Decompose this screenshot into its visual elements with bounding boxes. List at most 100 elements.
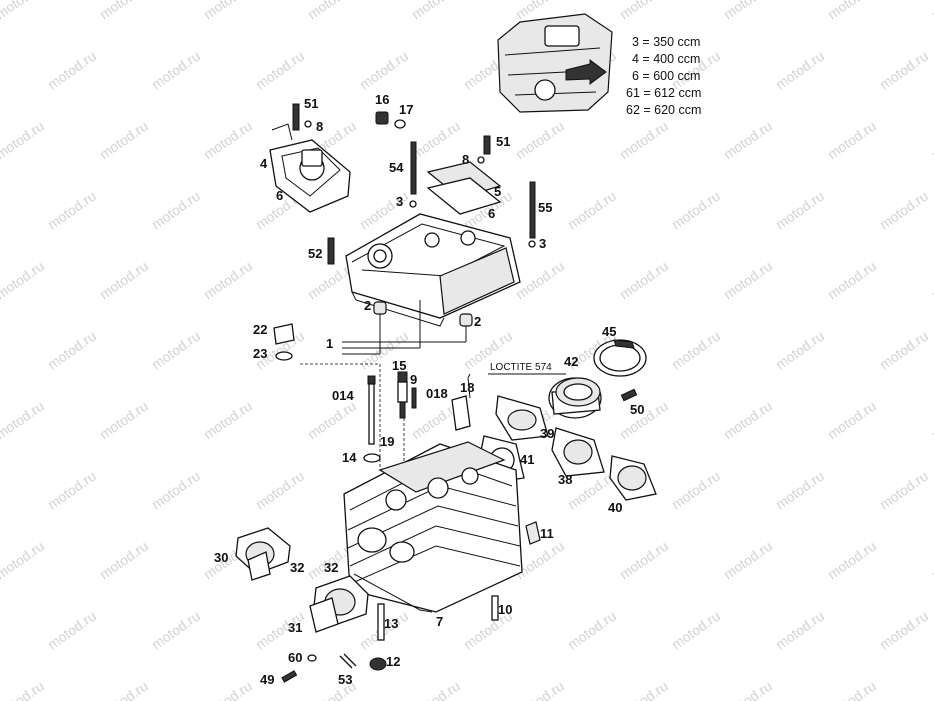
watermark-text: motod.ru [825, 258, 879, 303]
displacement-legend: 3 = 350 ccm 4 = 400 ccm 6 = 600 ccm 61 =… [626, 35, 701, 117]
watermark-text: motod.ru [305, 0, 359, 22]
exhaust-flange-31 [309, 575, 369, 633]
callout-label: 7 [436, 614, 443, 629]
watermark-text: motod.ru [0, 678, 47, 701]
watermark-text: motod.ru [825, 118, 879, 163]
watermark-text: motod.ru [929, 118, 934, 163]
watermark-text: motod.ru [617, 118, 671, 163]
callout-label: 32 [324, 560, 338, 575]
watermark-text: motod.ru [45, 328, 99, 373]
callout-label: 014 [332, 388, 354, 403]
sleeve-18 [451, 395, 471, 431]
watermark-text: motod.ru [929, 538, 934, 583]
watermark-text: motod.ru [0, 538, 47, 583]
engine-thumbnail [497, 13, 613, 113]
bolt-014 [367, 375, 376, 385]
watermark-text: motod.ru [721, 0, 775, 22]
callout-label: 60 [288, 650, 302, 665]
callout-label: 14 [342, 450, 357, 465]
bolt-52 [327, 237, 335, 265]
watermark-text: motod.ru [669, 608, 723, 653]
watermark-text: motod.ru [97, 0, 151, 22]
watermark-text: motod.ru [253, 468, 307, 513]
callout-label: 19 [380, 434, 394, 449]
callout-label: 1 [326, 336, 333, 351]
callout-label: 18 [460, 380, 474, 395]
intake-flange-39 [495, 395, 549, 441]
callout-label: 9 [410, 372, 417, 387]
watermark-text: motod.ru [721, 258, 775, 303]
watermark-text: motod.ru [617, 678, 671, 701]
callout-label: 018 [426, 386, 448, 401]
watermark-text: motod.ru [721, 398, 775, 443]
washer-60 [307, 654, 317, 662]
callout-label: 17 [399, 102, 413, 117]
cap-2a [373, 301, 387, 315]
bolt-51 [292, 103, 300, 131]
watermark-text: motod.ru [149, 328, 203, 373]
callout-label: 3 [539, 236, 546, 251]
watermark-text: motod.ru [929, 0, 934, 22]
watermark-text: motod.ru [721, 538, 775, 583]
watermark-text: motod.ru [357, 48, 411, 93]
watermark-text: motod.ru [45, 48, 99, 93]
watermark-text: motod.ru [565, 188, 619, 233]
plug-22 [273, 323, 295, 345]
callouts: 51 8 4 6 16 17 54 3 51 8 5 6 55 3 52 2 2… [214, 92, 644, 687]
watermark-text: motod.ru [721, 118, 775, 163]
valve-cover [345, 213, 521, 327]
callout-label: 2 [364, 298, 371, 313]
watermark-text: motod.ru [97, 118, 151, 163]
callout-label: 30 [214, 550, 228, 565]
watermark-text: motod.ru [45, 188, 99, 233]
watermark-text: motod.ru [721, 678, 775, 701]
callout-label: 53 [338, 672, 352, 687]
bolt-54 [410, 141, 417, 195]
callout-label: 31 [288, 620, 302, 635]
watermark-text: motod.ru [0, 398, 47, 443]
callout-label: 6 [488, 206, 495, 221]
watermark-text: motod.ru [513, 118, 567, 163]
watermark-text: motod.ru [45, 468, 99, 513]
watermark-text: motod.ru [201, 258, 255, 303]
cap-11 [525, 521, 541, 545]
watermark-text: motod.ru [201, 398, 255, 443]
nut-12 [369, 657, 387, 671]
watermark-text: motod.ru [929, 398, 934, 443]
plug-16 [375, 111, 406, 129]
callout-label: 41 [520, 452, 534, 467]
cover-plate [426, 135, 502, 215]
watermark-text: motod.ru [773, 608, 827, 653]
seal-23 [275, 351, 293, 361]
watermark-text: motod.ru [201, 118, 255, 163]
watermark-text: motod.ru [929, 678, 934, 701]
callout-label: 45 [602, 324, 616, 339]
watermark-text: motod.ru [669, 328, 723, 373]
bolt-50 [620, 388, 638, 402]
watermark-text: motod.ru [97, 678, 151, 701]
callout-label: 51 [496, 134, 510, 149]
callout-label: 11 [540, 526, 554, 541]
callout-label: 13 [384, 616, 398, 631]
callout-label: 12 [386, 654, 400, 669]
legend-line: 61 = 612 ccm [626, 86, 701, 100]
watermark-text: motod.ru [149, 608, 203, 653]
watermark-text: motod.ru [825, 678, 879, 701]
callout-label: 49 [260, 672, 274, 687]
callout-label: 40 [608, 500, 622, 515]
callout-label: 4 [260, 156, 268, 171]
callout-label: 42 [564, 354, 578, 369]
loctite-label: LOCTITE 574 [490, 362, 552, 373]
watermark-text: motod.ru [877, 468, 931, 513]
watermark-text: motod.ru [0, 258, 47, 303]
stud-13 [377, 603, 385, 641]
spark-plug-15 [397, 371, 417, 419]
watermark-text: motod.ru [409, 118, 463, 163]
stud-10 [491, 595, 499, 621]
watermark-text: motod.ru [0, 0, 47, 22]
exhaust-flange-30 [235, 527, 291, 581]
legend-line: 6 = 600 ccm [632, 69, 700, 83]
callout-label: 15 [392, 358, 406, 373]
watermark-text: motod.ru [877, 48, 931, 93]
